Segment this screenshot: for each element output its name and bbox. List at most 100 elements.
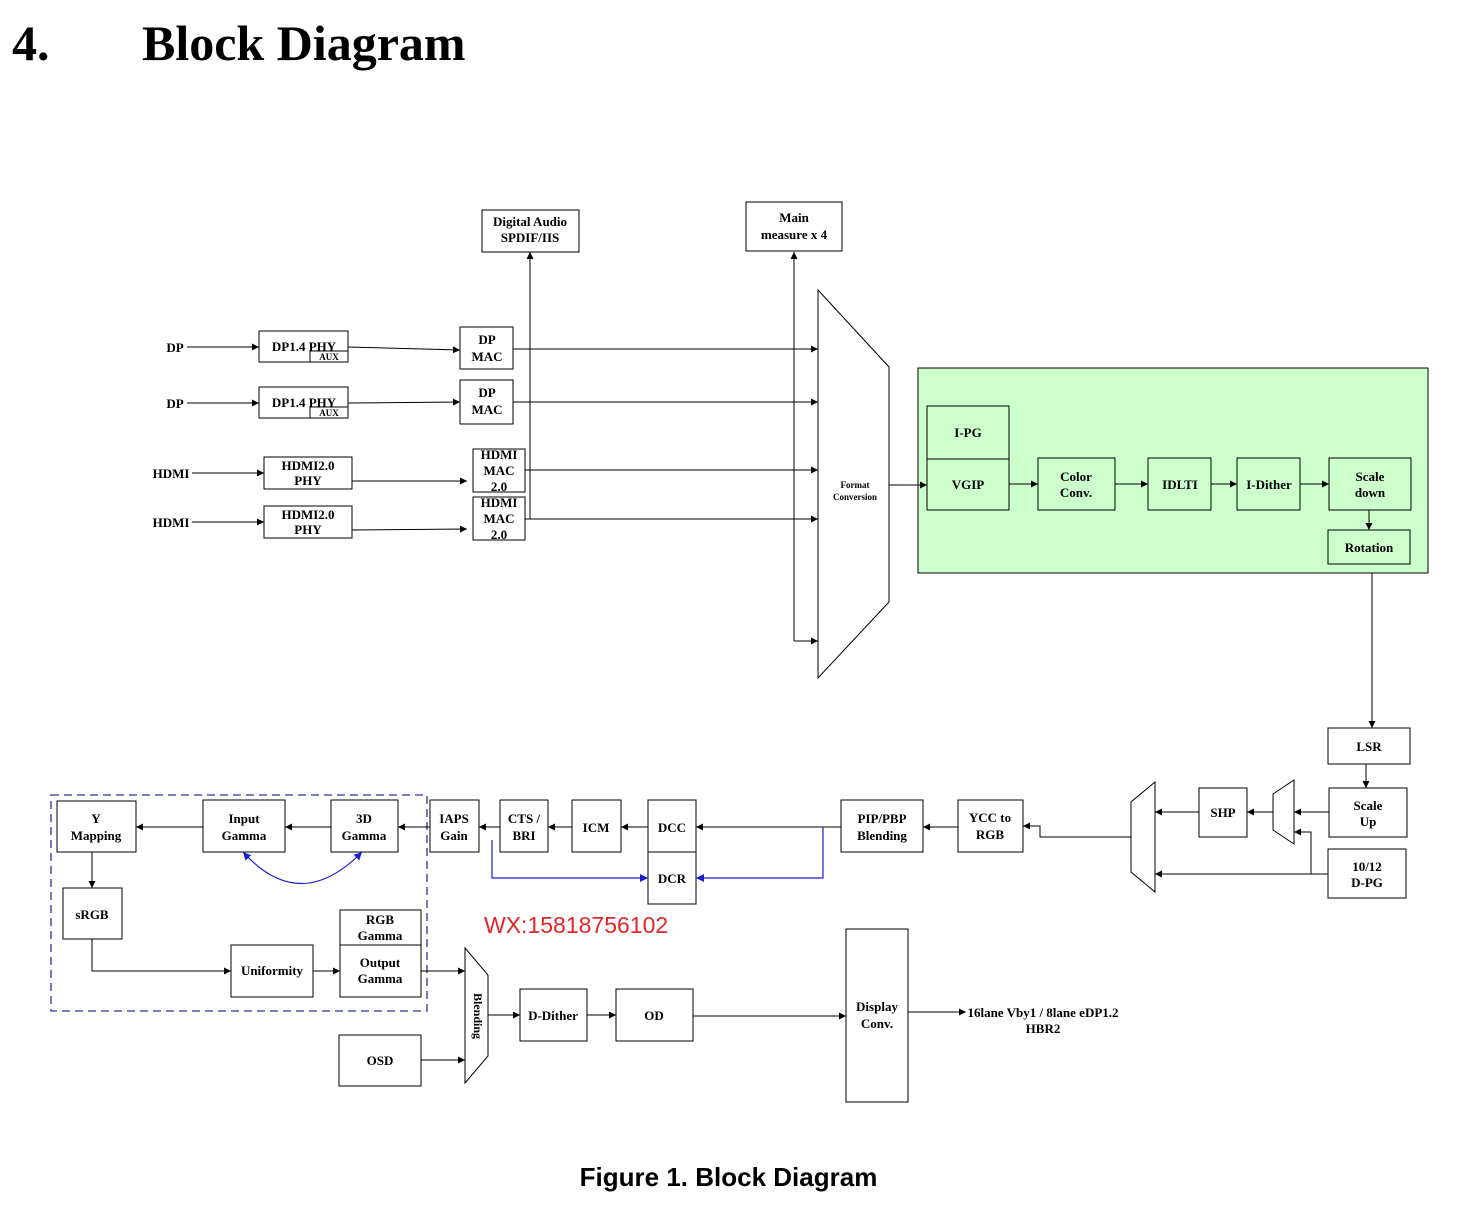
input-gamma-label-l1: Input bbox=[228, 811, 260, 826]
dpg-block bbox=[1327, 848, 1407, 899]
iaps-gain-block bbox=[429, 799, 480, 853]
hdmi-phy-label-2-l2: PHY bbox=[294, 522, 322, 537]
hdmi-mac-label-2-l2: MAC bbox=[483, 511, 514, 526]
dp-phy-label-1: DP1.4 PHY bbox=[272, 339, 337, 354]
output-mux bbox=[1130, 780, 1156, 894]
format-conversion-mux bbox=[817, 288, 890, 680]
dp-mac-block-2 bbox=[459, 379, 514, 425]
dpg-label-l1: 10/12 bbox=[1352, 859, 1382, 874]
hdmi-phy-block-2 bbox=[263, 505, 353, 539]
hdmi-mac-label-1-l2: MAC bbox=[483, 463, 514, 478]
hdmi-mac-block-1 bbox=[472, 448, 526, 493]
hdmi-phy-label-1-l1: HDMI2.0 bbox=[281, 458, 334, 473]
dcr-label: DCR bbox=[658, 871, 687, 886]
color-conv-label-l1: Color bbox=[1060, 469, 1092, 484]
dp-mac-label-2-l2: MAC bbox=[471, 402, 502, 417]
cts-bri-label-l2: BRI bbox=[512, 828, 535, 843]
hdmi-mac-label-1-l3: 2.0 bbox=[491, 479, 507, 494]
display-conv-label-l2: Conv. bbox=[861, 1016, 893, 1031]
hdmi-input-label-1: HDMI bbox=[153, 466, 190, 481]
idlti-label: IDLTI bbox=[1162, 477, 1198, 492]
dpg-label-l2: D-PG bbox=[1351, 875, 1383, 890]
srgb-block bbox=[62, 887, 123, 940]
hdmi-mac-label-2-l1: HDMI bbox=[481, 495, 518, 510]
hdmi-phy-block-1 bbox=[263, 456, 353, 490]
scale-down-label-l1: Scale bbox=[1356, 469, 1385, 484]
scale-up-label-l1: Scale bbox=[1354, 798, 1383, 813]
color-conv-block bbox=[1037, 457, 1116, 511]
lsr-label: LSR bbox=[1356, 739, 1382, 754]
scale-up-block bbox=[1328, 787, 1408, 838]
output-gamma-label-l1: Output bbox=[360, 955, 401, 970]
dp-phy-label-2: DP1.4 PHY bbox=[272, 395, 337, 410]
vgip-label: VGIP bbox=[952, 477, 985, 492]
dp-mac-block-1 bbox=[459, 326, 514, 370]
color-conv-label-l2: Conv. bbox=[1060, 485, 1092, 500]
hdmi-phy-label-2-l1: HDMI2.0 bbox=[281, 507, 334, 522]
uniformity-label: Uniformity bbox=[241, 963, 304, 978]
dcc-label: DCC bbox=[658, 820, 686, 835]
main-measure-label-l1: Main bbox=[779, 210, 809, 225]
ipg-label: I-PG bbox=[954, 425, 981, 440]
uniformity-block bbox=[230, 944, 314, 998]
blending-mux bbox=[464, 946, 489, 1085]
i-dither-label: I-Dither bbox=[1246, 477, 1292, 492]
3d-gamma-block bbox=[330, 799, 399, 853]
hdmi-phy-label-1-l2: PHY bbox=[294, 473, 322, 488]
scale-up-label-l2: Up bbox=[1360, 814, 1377, 829]
aux-label-2: AUX bbox=[319, 408, 339, 418]
output-label-l2: HBR2 bbox=[1026, 1021, 1061, 1036]
dp-mac-label-2-l1: DP bbox=[478, 385, 495, 400]
rotation-label: Rotation bbox=[1345, 540, 1394, 555]
aux-box-1 bbox=[309, 350, 349, 363]
od-block bbox=[615, 988, 694, 1042]
scale-down-label-l2: down bbox=[1355, 485, 1386, 500]
section-title: Block Diagram bbox=[142, 15, 466, 71]
output-gamma-label-l2: Gamma bbox=[358, 971, 403, 986]
hdmi-input-label-2: HDMI bbox=[153, 515, 190, 530]
cts-bri-label-l1: CTS / bbox=[508, 811, 541, 826]
blending-label: Blending bbox=[471, 993, 485, 1039]
shp-label: SHP bbox=[1210, 805, 1235, 820]
scale-up-mux bbox=[1272, 779, 1295, 845]
output-gamma-block bbox=[339, 944, 422, 998]
figure-caption: Figure 1. Block Diagram bbox=[579, 1162, 878, 1192]
aux-box-2 bbox=[309, 406, 349, 419]
rgb-gamma-label-l2: Gamma bbox=[358, 928, 403, 943]
pip-pbp-label-l1: PIP/PBP bbox=[857, 811, 906, 826]
rotation-block bbox=[1327, 529, 1411, 565]
shp-block bbox=[1198, 787, 1248, 838]
rgb-gamma-block bbox=[339, 909, 422, 946]
icm-block bbox=[571, 799, 622, 853]
cts-bri-block bbox=[499, 799, 549, 853]
ipg-block bbox=[926, 405, 1010, 460]
format-conversion-label-l1: Format bbox=[841, 480, 870, 490]
y-mapping-label-l2: Mapping bbox=[71, 828, 122, 843]
iaps-gain-label-l2: Gain bbox=[440, 828, 468, 843]
display-conv-label-l1: Display bbox=[856, 999, 898, 1014]
lsr-block bbox=[1327, 727, 1411, 765]
pip-pbp-block bbox=[840, 799, 924, 853]
section-heading: 4. Block Diagram bbox=[12, 14, 466, 72]
y-mapping-label-l1: Y bbox=[91, 811, 101, 826]
gamma-region bbox=[50, 794, 428, 1012]
od-label: OD bbox=[644, 1008, 664, 1023]
section-number: 4. bbox=[12, 15, 50, 71]
digital-audio-label-l2: SPDIF/IIS bbox=[501, 230, 560, 245]
ycc-to-rgb-block bbox=[957, 799, 1024, 853]
osd-block bbox=[338, 1034, 422, 1087]
dp-mac-label-1-l1: DP bbox=[478, 332, 495, 347]
digital-audio-label-l1: Digital Audio bbox=[493, 214, 567, 229]
icm-label: ICM bbox=[583, 820, 610, 835]
3d-gamma-label-l2: Gamma bbox=[342, 828, 387, 843]
pip-pbp-label-l2: Blending bbox=[857, 828, 907, 843]
format-conversion-label-l2: Conversion bbox=[833, 492, 877, 502]
dp-mac-label-1-l2: MAC bbox=[471, 349, 502, 364]
iaps-gain-label-l1: IAPS bbox=[439, 811, 469, 826]
ycc-to-rgb-label-l2: RGB bbox=[976, 827, 1005, 842]
output-label-l1: 16lane Vby1 / 8lane eDP1.2 bbox=[967, 1005, 1118, 1020]
digital-audio-block bbox=[481, 209, 580, 253]
vgip-block bbox=[926, 458, 1010, 511]
rgb-gamma-label-l1: RGB bbox=[366, 912, 395, 927]
